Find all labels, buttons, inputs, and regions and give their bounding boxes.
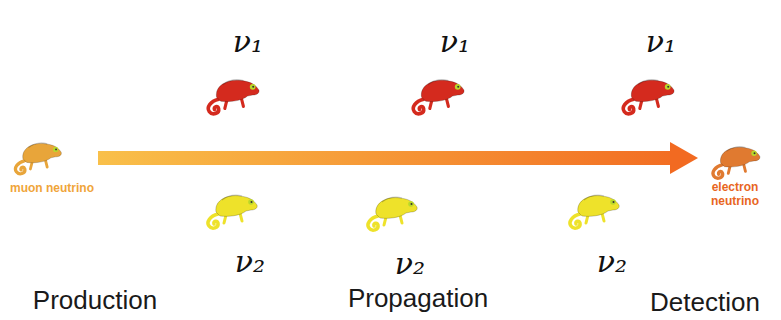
neutrino-node: muon neutrino — [6, 134, 98, 200]
mass-state-label: ν₂ — [235, 245, 265, 279]
nu1-chameleon — [623, 80, 674, 114]
electron-chameleon — [713, 147, 760, 179]
label-text: ν₂ — [395, 246, 425, 281]
mass-state-label: ν₁ — [440, 25, 470, 59]
label-text: ν₁ — [646, 24, 676, 59]
node-label: muon neutrino — [10, 181, 94, 195]
arrow-head — [670, 142, 698, 174]
mass-state-label: ν₂ — [597, 245, 627, 279]
label-text: Production — [33, 285, 157, 315]
mass-state-label: ν₁ — [646, 25, 676, 59]
stage-label: Production — [33, 285, 157, 315]
arrow-shaft — [98, 151, 672, 165]
connector-group — [98, 142, 698, 174]
label-text: ν₂ — [235, 244, 265, 279]
stage-label: Propagation — [348, 283, 488, 313]
label-text: ν₂ — [597, 244, 627, 279]
label-text: Detection — [650, 287, 760, 317]
label-text: ν₁ — [233, 24, 263, 59]
nu1-chameleon — [413, 80, 464, 114]
node-label: electron neutrino — [702, 180, 768, 208]
stage-label: Detection — [650, 287, 760, 317]
label-text: ν₁ — [440, 24, 470, 59]
neutrino-node: electron neutrino — [698, 136, 772, 213]
muon-chameleon — [15, 143, 61, 174]
mass-state-label: ν₁ — [233, 25, 263, 59]
mass-state-label: ν₂ — [395, 247, 425, 281]
nu1-chameleon — [208, 80, 259, 114]
flow-arrow — [98, 142, 698, 174]
nu2-chameleon — [570, 195, 619, 228]
label-text: Propagation — [348, 283, 488, 313]
nu2-chameleon — [208, 195, 257, 228]
nu2-chameleon — [368, 197, 417, 230]
